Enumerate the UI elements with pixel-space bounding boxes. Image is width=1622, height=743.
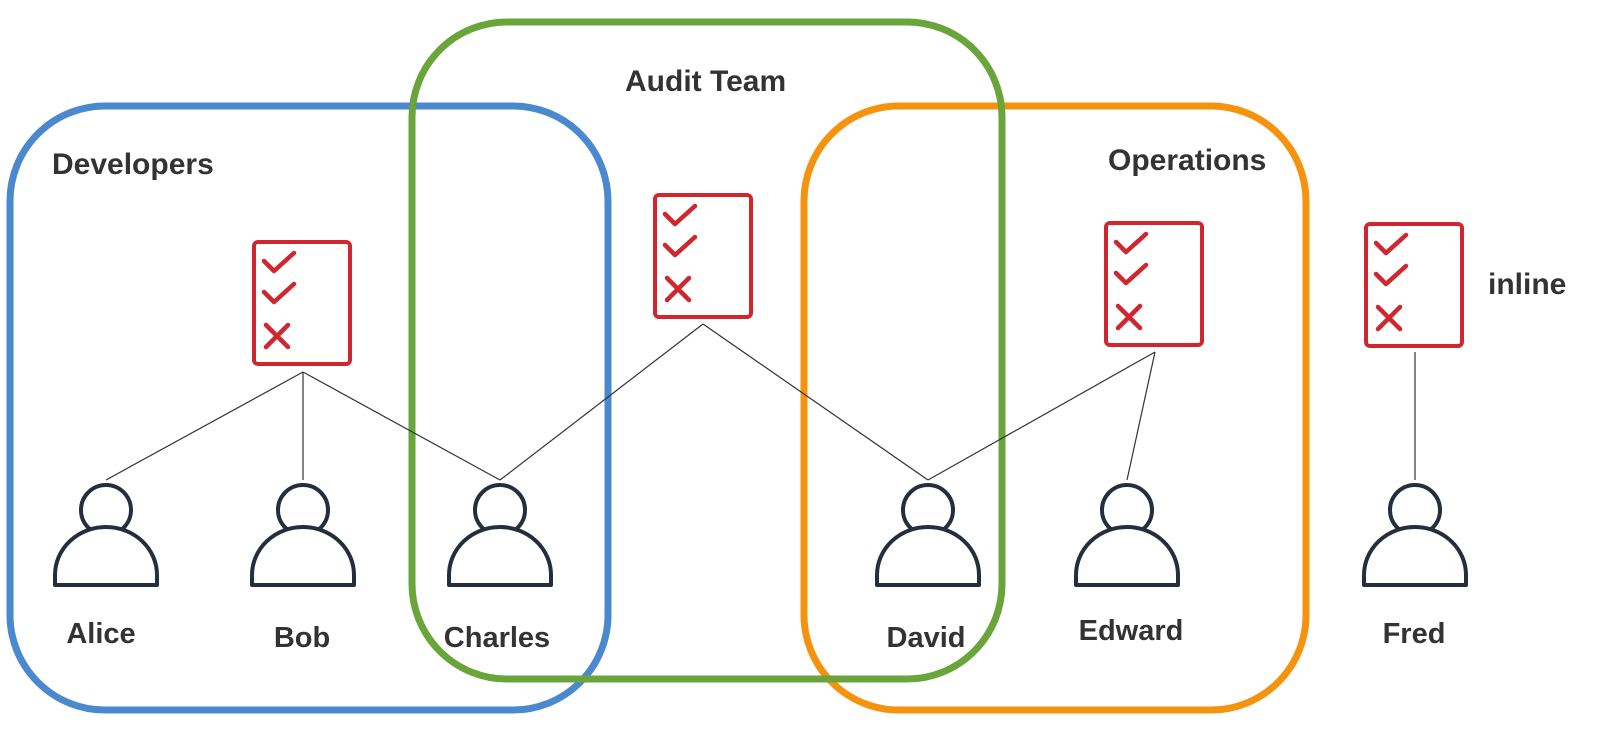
group-label-operations: Operations <box>1108 144 1266 177</box>
group-box-developers <box>6 102 612 714</box>
connector-developers-charles <box>302 371 501 481</box>
policy-operations-icon <box>1104 221 1204 347</box>
policy-developers-icon <box>252 240 352 366</box>
connector-audit-charles <box>499 323 704 481</box>
group-label-audit-team: Audit Team <box>625 65 786 98</box>
group-label-developers: Developers <box>52 148 214 181</box>
connector-operations-david <box>927 351 1156 481</box>
user-bob-icon <box>250 483 356 587</box>
user-charles-icon <box>447 483 553 587</box>
user-label-alice: Alice <box>66 618 135 650</box>
group-box-operations <box>800 102 1310 714</box>
group-box-audit-team <box>408 18 1006 683</box>
policy-inline-label: inline <box>1488 268 1566 301</box>
connector-developers-alice <box>105 371 304 481</box>
user-label-david: David <box>887 622 966 654</box>
user-alice-icon <box>53 483 159 587</box>
user-label-charles: Charles <box>444 622 550 654</box>
user-edward-icon <box>1074 483 1180 587</box>
policy-inline-icon <box>1364 222 1464 348</box>
user-label-fred: Fred <box>1383 618 1446 650</box>
user-david-icon <box>875 483 981 587</box>
policy-audit-team-icon <box>653 193 753 319</box>
user-label-bob: Bob <box>274 622 330 654</box>
user-fred-icon <box>1362 483 1468 587</box>
user-label-edward: Edward <box>1079 615 1184 647</box>
connector-lines <box>105 323 1416 481</box>
connector-operations-edward <box>1126 351 1156 481</box>
connector-audit-david <box>702 323 929 481</box>
